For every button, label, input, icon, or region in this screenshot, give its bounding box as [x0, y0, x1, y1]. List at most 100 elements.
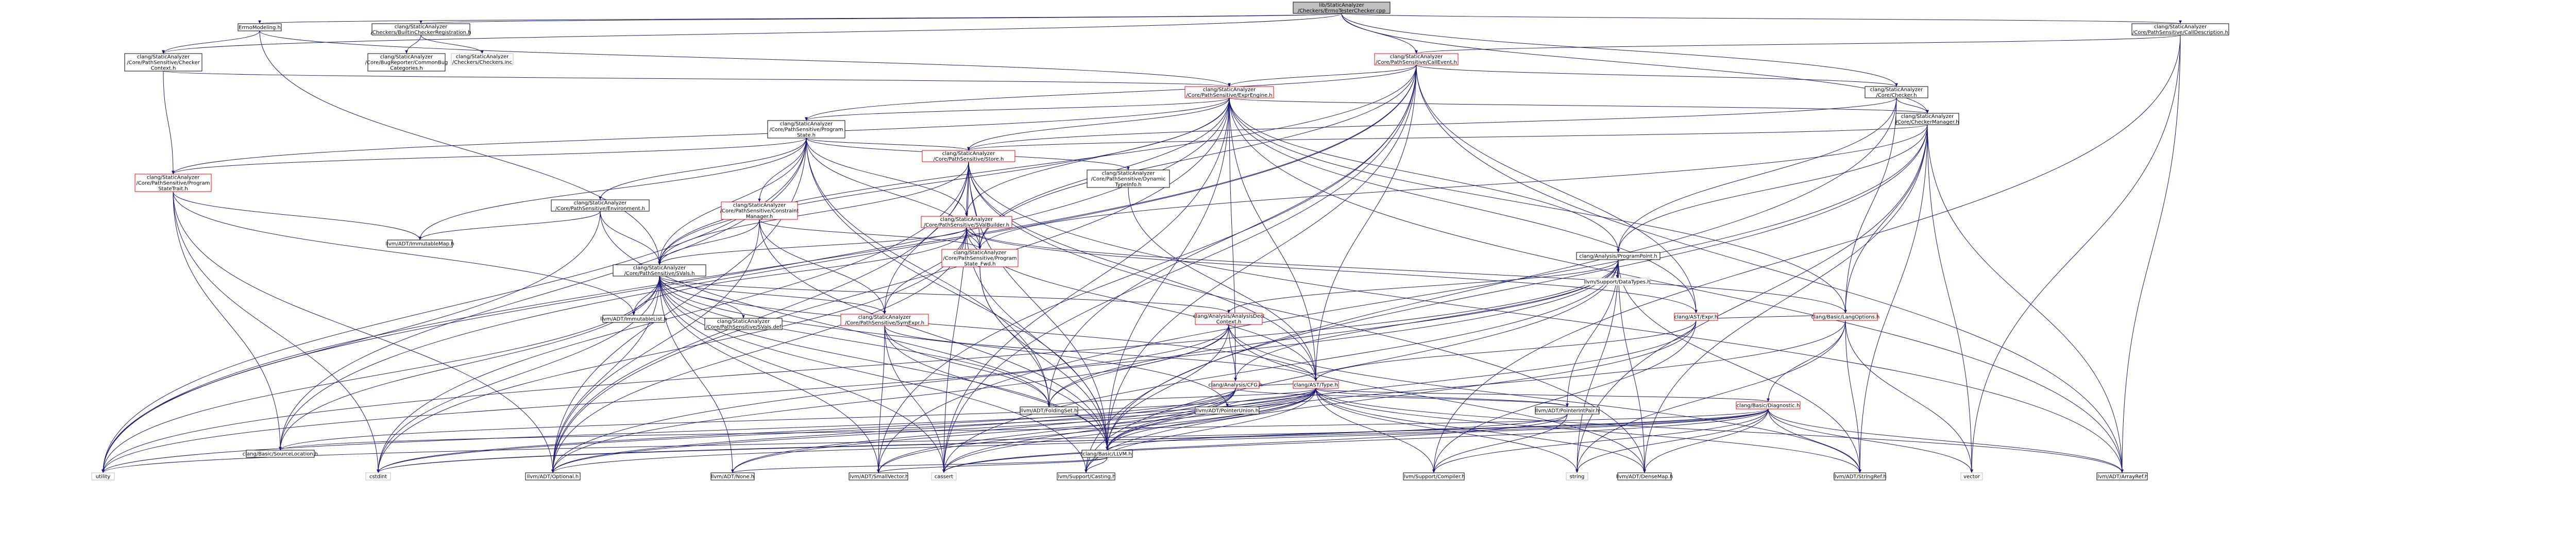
node-datatypes[interactable]: llvm/Support/DataTypes.h — [1584, 278, 1651, 286]
edge-programpoint-to-densemap — [1618, 259, 1646, 473]
node-callevent[interactable]: clang/StaticAnalyzer/Core/PathSensitive/… — [1374, 53, 1459, 65]
edge-builtin_reg-to-commonbug — [405, 35, 421, 54]
node-label: clang/Analysis/CFG.h — [1208, 383, 1262, 388]
node-pointerunion[interactable]: llvm/ADT/PointerUnion.h — [1195, 406, 1260, 415]
node-arrayref[interactable]: llvm/ADT/ArrayRef.h — [2096, 472, 2148, 481]
node-label: llvm/ADT/PointerIntPair.h — [1535, 408, 1599, 414]
edge-programstate-to-svals — [658, 138, 807, 265]
node-none[interactable]: llvm/ADT/None.h — [710, 472, 755, 481]
node-immutablemap[interactable]: llvm/ADT/ImmutableMap.h — [385, 239, 454, 248]
edge-environment-to-utility — [101, 211, 601, 473]
node-label: clang/StaticAnalyzer/Core/PathSensitive/… — [720, 203, 799, 220]
node-programstate[interactable]: clang/StaticAnalyzer/Core/PathSensitive/… — [767, 120, 845, 139]
node-label: clang/StaticAnalyzer/Checkers/BuiltinChe… — [371, 24, 471, 36]
edge-langoptions-to-vector — [1845, 320, 1973, 473]
node-stringref[interactable]: llvm/ADT/StringRef.h — [1833, 472, 1887, 481]
node-exprengine[interactable]: clang/StaticAnalyzer/Core/PathSensitive/… — [1184, 86, 1274, 98]
edge-diagnostic-to-string — [1575, 408, 1769, 473]
edge-langoptions-to-llvm_h — [1106, 320, 1846, 451]
edge-exprengine-to-cfg — [1229, 97, 1237, 382]
node-label: clang/StaticAnalyzer/Core/PathSensitive/… — [2132, 24, 2228, 36]
edge-llvm_h-to-smallvector — [877, 457, 1108, 473]
node-label: clang/StaticAnalyzer/Core/PathSensitive/… — [624, 265, 695, 277]
node-checkerctx[interactable]: clang/StaticAnalyzer/Core/PathSensitive/… — [124, 53, 202, 72]
edge-programstate-to-immutablemap — [418, 138, 807, 241]
node-cfg[interactable]: clang/Analysis/CFG.h — [1208, 381, 1263, 389]
node-utility[interactable]: utility — [91, 472, 115, 481]
node-label: ErrnoModeling.h — [239, 25, 281, 31]
node-programstate-fwd[interactable]: clang/StaticAnalyzer/Core/PathSensitive/… — [941, 249, 1019, 267]
edge-expr-to-llvm_h — [1106, 320, 1697, 451]
edge-root-to-calldesc — [1341, 13, 2181, 24]
node-programstatetrait[interactable]: clang/StaticAnalyzer/Core/PathSensitive/… — [134, 174, 212, 192]
node-commonbug[interactable]: clang/StaticAnalyzer/Core/BugReporter/Co… — [365, 53, 448, 72]
node-string[interactable]: string — [1566, 472, 1588, 481]
node-svalbuilder[interactable]: clang/StaticAnalyzer/Core/PathSensitive/… — [921, 216, 1012, 228]
edge-type-to-foldingset — [1047, 388, 1316, 407]
node-label: llvm/ADT/PointerUnion.h — [1196, 408, 1259, 414]
node-compiler[interactable]: llvm/Support/Compiler.h — [1402, 472, 1465, 481]
node-pointerintpair[interactable]: llvm/ADT/PointerIntPair.h — [1535, 406, 1600, 415]
node-errnomodeling[interactable]: ErrnoModeling.h — [238, 23, 282, 31]
node-checkers-inc[interactable]: clang/StaticAnalyzer/Checkers/Checkers.i… — [451, 53, 514, 65]
node-expr[interactable]: clang/AST/Expr.h — [1674, 313, 1718, 321]
node-type[interactable]: clang/AST/Type.h — [1293, 381, 1339, 389]
node-label: clang/StaticAnalyzer/Core/PathSensitive/… — [845, 315, 924, 326]
edge-svalbuilder-to-langoptions — [966, 227, 1847, 314]
edge-svals-to-pointerunion — [659, 276, 1229, 407]
node-programpoint[interactable]: clang/Analysis/ProgramPoint.h — [1576, 252, 1660, 260]
edge-checkermanager-to-densemap — [1643, 124, 1928, 473]
edge-svalbuilder-to-symexpr — [883, 227, 967, 315]
node-smallvector[interactable]: llvm/ADT/SmallVector.h — [849, 472, 909, 481]
edge-type-to-cassert — [942, 388, 1316, 473]
edge-expr-to-compiler — [1432, 320, 1697, 473]
edge-programstate-to-environment — [599, 138, 807, 200]
node-langoptions[interactable]: clang/Basic/LangOptions.h — [1811, 313, 1880, 321]
node-casting[interactable]: llvm/Support/Casting.h — [1057, 472, 1116, 481]
node-environment[interactable]: clang/StaticAnalyzer/Core/PathSensitive/… — [551, 199, 650, 212]
node-cstdint[interactable]: cstdint — [365, 472, 391, 481]
edge-programpoint-to-optional — [551, 259, 1619, 473]
edge-svals-to-optional — [551, 276, 660, 473]
edge-programstatetrait-to-cstdint — [173, 191, 380, 473]
node-dyntype[interactable]: clang/StaticAnalyzer/Core/PathSensitive/… — [1087, 169, 1170, 188]
node-label: clang/StaticAnalyzer/Core/PathSensitive/… — [127, 55, 200, 72]
edge-llvm_h-to-casting — [1084, 457, 1108, 473]
edge-type-to-cstdint — [377, 388, 1316, 473]
node-store[interactable]: clang/StaticAnalyzer/Core/PathSensitive/… — [922, 150, 1015, 162]
edge-expr-to-type — [1314, 320, 1697, 382]
edge-svalbuilder-to-optional — [551, 227, 967, 473]
node-checkermanager[interactable]: clang/StaticAnalyzer/Core/CheckerManager… — [1895, 113, 1959, 125]
edge-programstate-to-foldingset — [806, 138, 1050, 407]
node-checker[interactable]: clang/StaticAnalyzer/Core/Checker.h — [1865, 86, 1928, 98]
node-immutablelist[interactable]: llvm/ADT/ImmutableList.h — [600, 315, 667, 323]
node-svals-def[interactable]: clang/StaticAnalyzer/Core/PathSensitive/… — [704, 318, 783, 330]
node-label: clang/StaticAnalyzer/Core/PathSensitive/… — [1091, 171, 1166, 188]
edge-root-to-checker — [1341, 13, 1898, 87]
node-optional[interactable]: llvm/ADT/Optional.h — [525, 472, 581, 481]
edge-programstatetrait-to-sourcelocation — [173, 191, 282, 451]
node-symexpr[interactable]: clang/StaticAnalyzer/Core/PathSensitive/… — [840, 314, 929, 326]
edge-checkermanager-to-llvm_h — [1106, 124, 1928, 451]
edge-symexpr-to-llvm_h — [884, 325, 1109, 451]
node-calldesc[interactable]: clang/StaticAnalyzer/Core/PathSensitive/… — [2131, 23, 2229, 36]
edge-diagnostic-to-utility — [101, 408, 1769, 473]
edge-checker-to-langoptions — [1844, 97, 1897, 314]
node-densemap[interactable]: llvm/ADT/DenseMap.h — [1616, 472, 1673, 481]
node-llvm-h[interactable]: clang/Basic/LLVM.h — [1081, 450, 1133, 458]
node-label: clang/Basic/SourceLocation.h — [243, 452, 318, 457]
node-cassert[interactable]: cassert — [931, 472, 957, 481]
node-svals[interactable]: clang/StaticAnalyzer/Core/PathSensitive/… — [613, 264, 706, 277]
node-sourcelocation[interactable]: clang/Basic/SourceLocation.h — [243, 450, 318, 458]
node-foldingset[interactable]: llvm/ADT/FoldingSet.h — [1020, 406, 1078, 415]
node-diagnostic[interactable]: clang/Basic/Diagnostic.h — [1736, 401, 1801, 409]
edge-diagnostic-to-compiler — [1432, 408, 1769, 473]
edge-checkermanager-to-store — [967, 124, 1928, 151]
edge-callevent-to-type — [1314, 64, 1417, 382]
node-constraintmgr[interactable]: clang/StaticAnalyzer/Core/PathSensitive/… — [720, 201, 799, 220]
node-builtin-reg[interactable]: clang/StaticAnalyzer/Checkers/BuiltinChe… — [371, 23, 471, 36]
edge-constraintmgr-to-programstate_fwd — [759, 219, 981, 250]
node-vector[interactable]: vector — [1960, 472, 1983, 481]
node-root[interactable]: lib/StaticAnalyzer/Checkers/ErrnoTesterC… — [1293, 2, 1391, 14]
